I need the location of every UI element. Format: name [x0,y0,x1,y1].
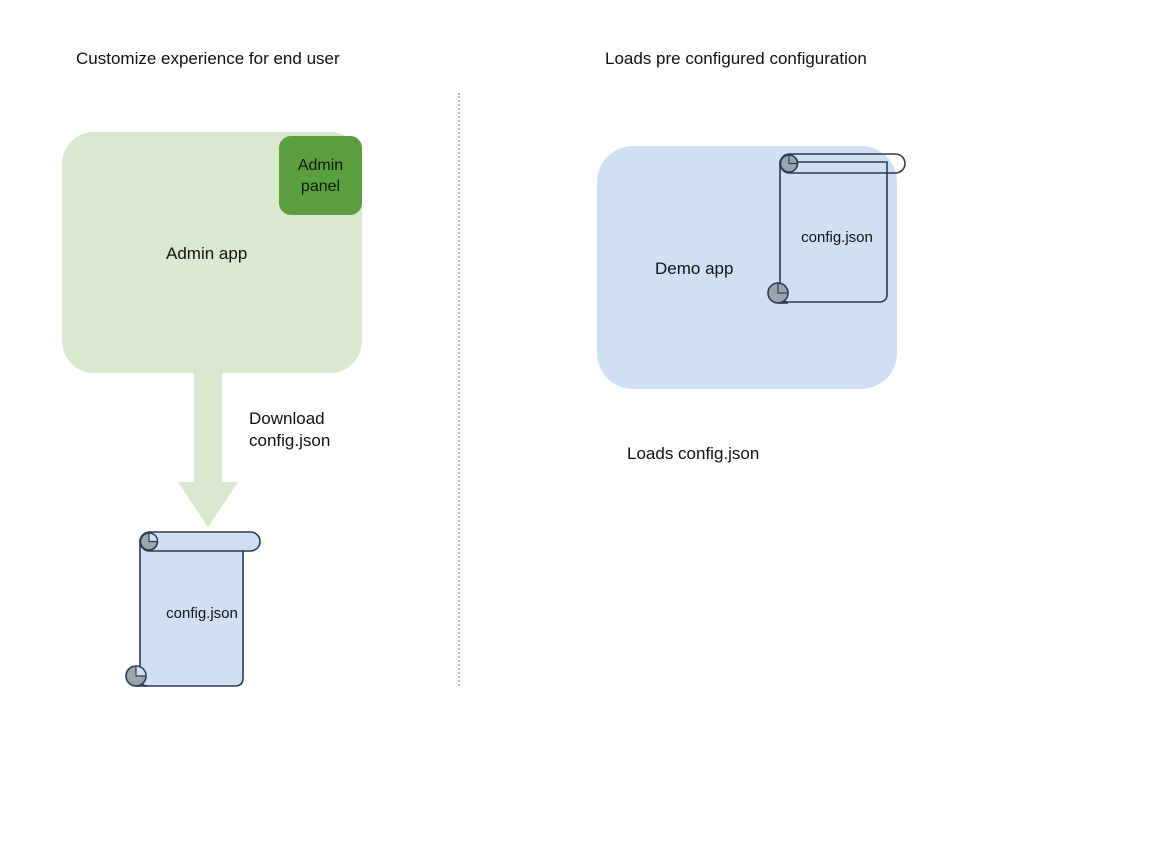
download-arrow-shape [178,370,238,527]
admin-panel-label-line2: panel [300,177,341,195]
loads-config-caption: Loads config.json [627,444,760,463]
admin-panel-label-line1: Admin [297,156,344,174]
download-arrow-label-line2: config.json [249,431,331,450]
download-arrow [178,370,238,528]
admin-panel-chip[interactable]: Admin panel [279,136,362,215]
left-column-title: Customize experience for end user [76,49,340,68]
scroll-shape-left [125,531,261,687]
download-arrow-label: Download config.json [249,409,330,451]
download-arrow-label-line1: Download [249,409,325,428]
admin-app-label: Admin app [166,244,248,263]
config-json-document-left[interactable]: config.json [122,528,267,693]
admin-app-box: Admin app Admin panel [62,132,362,373]
demo-app-label: Demo app [655,259,734,278]
right-column-title: Loads pre configured configuration [605,49,867,68]
config-json-label-left: config.json [166,605,238,622]
scroll-shape-right [767,153,906,304]
column-divider [458,93,460,686]
config-json-document-right[interactable]: config.json [766,152,911,312]
config-json-label-right: config.json [801,229,873,246]
demo-app-box: Demo app [597,146,897,389]
